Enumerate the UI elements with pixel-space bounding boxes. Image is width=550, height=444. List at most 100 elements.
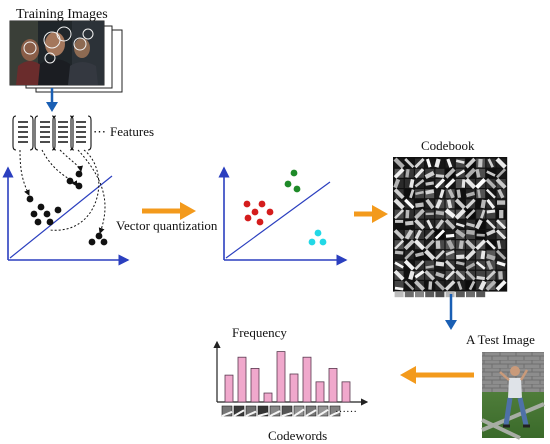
codebook-patch <box>495 280 507 291</box>
feature-vector-icon <box>52 115 74 151</box>
vector-quantization-label: Vector quantization <box>116 218 218 233</box>
codebook-patch <box>475 239 487 251</box>
codebook-patch <box>394 291 404 298</box>
codebook-patch <box>486 229 496 239</box>
codebook-patch <box>425 291 435 298</box>
codebook-patch <box>466 229 475 239</box>
codebook-patch <box>444 167 456 179</box>
codebook-patch <box>425 209 435 219</box>
cluster-green <box>284 169 301 193</box>
codebook-patch <box>404 158 415 169</box>
diagonal-axis <box>225 181 331 259</box>
codebook-patch <box>425 281 435 290</box>
codewords-strip <box>221 405 341 417</box>
codebook-patch <box>393 157 405 169</box>
codebook-patch <box>393 167 405 179</box>
codebook-patch <box>404 168 414 178</box>
codebook-patch <box>394 209 405 220</box>
codebook-patch <box>496 209 506 219</box>
codebook-patch <box>404 270 415 280</box>
codebook-patch <box>425 179 435 188</box>
codebook-patch <box>425 260 435 270</box>
feature-descriptors: ⋯ Features <box>12 115 154 151</box>
codebook-patch <box>414 260 425 271</box>
feature-vector-icon <box>12 115 34 151</box>
codebook-patch <box>495 157 507 169</box>
codebook-patch <box>444 280 456 291</box>
codebook-patch <box>403 259 415 271</box>
codebook-patch <box>485 188 496 199</box>
codebook-patch <box>464 167 477 179</box>
histogram-bar <box>237 356 247 403</box>
codebook-patch <box>495 177 507 190</box>
test-image-title: A Test Image <box>466 332 535 347</box>
codeword-patch <box>329 405 341 417</box>
codeword-patch <box>305 405 317 417</box>
codebook-patch <box>455 179 466 188</box>
codeword-patch <box>245 405 257 417</box>
codebook-patch <box>445 158 455 168</box>
codebook-patch <box>445 188 455 199</box>
codebook-patch <box>424 269 436 281</box>
codebook-patch <box>486 158 496 168</box>
codebook-patch <box>444 259 456 271</box>
codebook-patch <box>464 177 477 190</box>
flow-arrow-right-2 <box>354 205 388 223</box>
codebook-patch <box>394 250 404 260</box>
codeword-patch <box>293 405 305 417</box>
codebook-patch <box>415 189 424 199</box>
codebook-patch <box>414 218 425 230</box>
codebook-patch <box>415 291 424 298</box>
histogram-bar <box>289 373 299 403</box>
codebook-patch <box>445 230 455 239</box>
codebook-patch <box>476 230 486 239</box>
codebook-title: Codebook <box>421 138 475 153</box>
codebook-patch <box>404 209 414 219</box>
codeword-patch <box>221 405 233 417</box>
codebook-patch <box>404 179 415 188</box>
codebook-patch <box>393 198 405 210</box>
histogram-bar <box>276 351 286 403</box>
codebook-patch <box>435 270 445 280</box>
frequency-label: Frequency <box>232 325 287 340</box>
codebook-patch <box>393 188 405 200</box>
codebook-patch <box>454 198 466 210</box>
codebook-patch <box>414 157 425 169</box>
codebook-patch <box>496 168 507 179</box>
codebook-patch <box>495 219 507 230</box>
codebook-patch <box>465 189 476 199</box>
codebook-patch <box>465 209 476 220</box>
histogram-bar <box>250 367 260 403</box>
codebook-patch <box>435 219 445 230</box>
codebook-patch <box>474 219 486 230</box>
codebook-patch <box>394 219 404 229</box>
codebook-patch <box>425 198 435 210</box>
codewords-label: Codewords <box>268 428 327 443</box>
codebook-patch <box>434 249 445 260</box>
flow-arrow-down-2 <box>445 294 457 330</box>
descriptor-mapping-lines <box>19 149 106 234</box>
codebook-patch <box>454 228 466 239</box>
codebook-patch <box>485 219 496 230</box>
codebook-patch <box>445 270 456 281</box>
codebook-patch <box>434 158 445 168</box>
codebook-patch <box>425 158 435 168</box>
diagonal-axis <box>9 175 113 259</box>
features-label: Features <box>110 124 154 139</box>
codebook-patch <box>476 250 486 260</box>
codebook-patch <box>465 239 476 251</box>
codebook-patch <box>424 249 436 261</box>
codebook-patch <box>445 199 455 209</box>
codebook-patch <box>435 291 445 298</box>
codebook-patch <box>476 280 487 291</box>
codebook-patch <box>444 208 456 219</box>
codebook-patch <box>414 168 425 179</box>
codebook-patch <box>465 198 476 210</box>
codebook-patch <box>455 158 465 168</box>
codebook-patch <box>465 249 476 261</box>
histogram-bar <box>263 392 273 403</box>
codebook-patch <box>444 178 456 189</box>
codebook-patch <box>476 189 486 199</box>
codebook-patch <box>476 199 487 209</box>
